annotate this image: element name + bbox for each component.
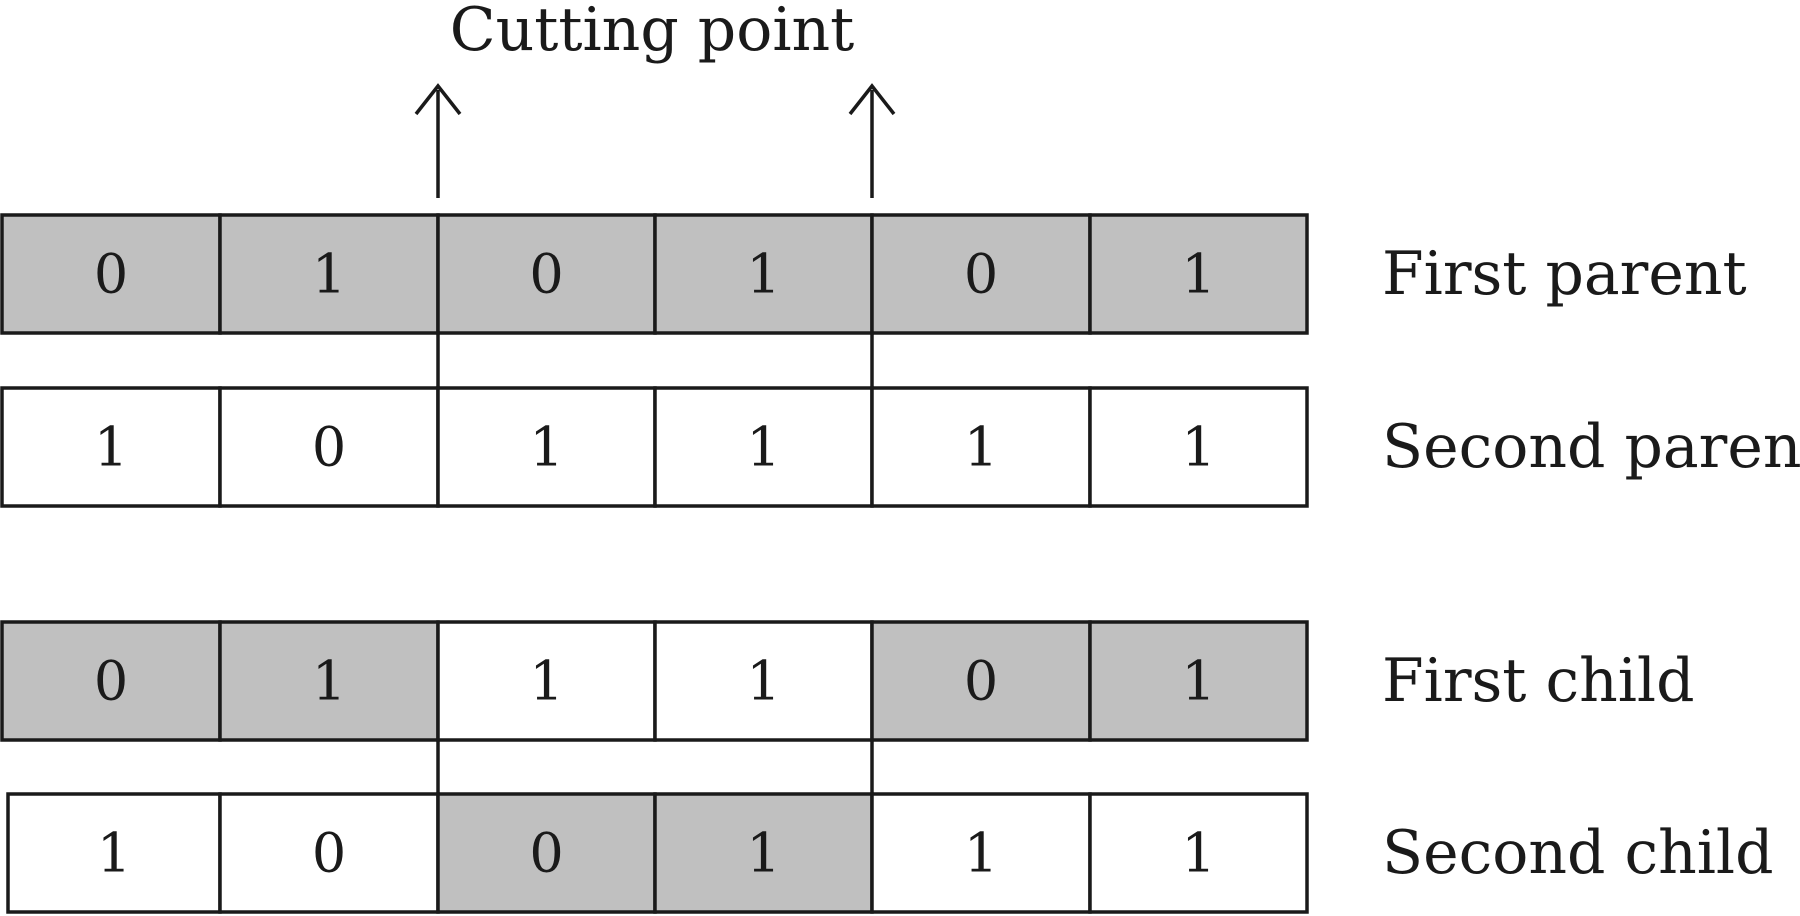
gene-cell [653, 792, 874, 914]
gene-cell [870, 792, 1092, 914]
gene-cell [218, 213, 440, 335]
gene-value: 0 [529, 822, 563, 885]
gene-value: 0 [529, 243, 563, 306]
gene-value: 1 [746, 650, 780, 713]
row-label: Second parent [1382, 412, 1800, 482]
gene-cell [870, 620, 1092, 742]
gene-value: 1 [1181, 650, 1215, 713]
gene-value: 1 [312, 650, 346, 713]
gene-value: 1 [1181, 822, 1215, 885]
gene-value: 1 [746, 243, 780, 306]
gene-value: 1 [1181, 243, 1215, 306]
gene-cell [1088, 620, 1309, 742]
gene-value: 1 [529, 416, 563, 479]
gene-value: 1 [964, 416, 998, 479]
cut-arrow-1-head [414, 83, 462, 116]
gene-cell [218, 792, 440, 914]
gene-cell [0, 620, 222, 742]
gene-value: 0 [94, 650, 128, 713]
gene-cell [1088, 386, 1309, 508]
gene-cell [0, 213, 222, 335]
gene-cell [218, 620, 440, 742]
chromosome-row: 1 0 0 1 1 1 Second child [6, 792, 1774, 914]
gene-value: 1 [529, 650, 563, 713]
gene-cell [436, 620, 657, 742]
row-label: First child [1382, 646, 1695, 716]
gene-cell [0, 386, 222, 508]
gene-cell [653, 620, 874, 742]
gene-cell [870, 386, 1092, 508]
gene-cell [436, 386, 657, 508]
cut-arrow-2-head [848, 83, 896, 116]
gene-value: 0 [94, 243, 128, 306]
gene-value: 1 [964, 822, 998, 885]
row-label: First parent [1382, 239, 1747, 309]
gene-value: 1 [97, 822, 131, 885]
gene-cell [6, 792, 222, 914]
gene-value: 0 [312, 416, 346, 479]
chromosome-row: 0 1 0 1 0 1 First parent [0, 213, 1747, 335]
cut-guides [436, 333, 874, 794]
gene-value: 1 [94, 416, 128, 479]
cutting-point-arrows [414, 83, 896, 198]
gene-value: 1 [746, 416, 780, 479]
gene-value: 0 [964, 650, 998, 713]
gene-cell [1088, 213, 1309, 335]
row-label: Second child [1382, 818, 1774, 888]
gene-value: 0 [964, 243, 998, 306]
gene-cell [1088, 792, 1309, 914]
chromosome-row: 1 0 1 1 1 1 Second parent [0, 386, 1800, 508]
cutting-point-caption: Cutting point [450, 0, 855, 65]
gene-value: 1 [312, 243, 346, 306]
gene-value: 1 [746, 822, 780, 885]
gene-value: 0 [312, 822, 346, 885]
chromosome-row: 0 1 1 1 0 1 First child [0, 620, 1695, 742]
gene-value: 1 [1181, 416, 1215, 479]
gene-cell [218, 386, 440, 508]
